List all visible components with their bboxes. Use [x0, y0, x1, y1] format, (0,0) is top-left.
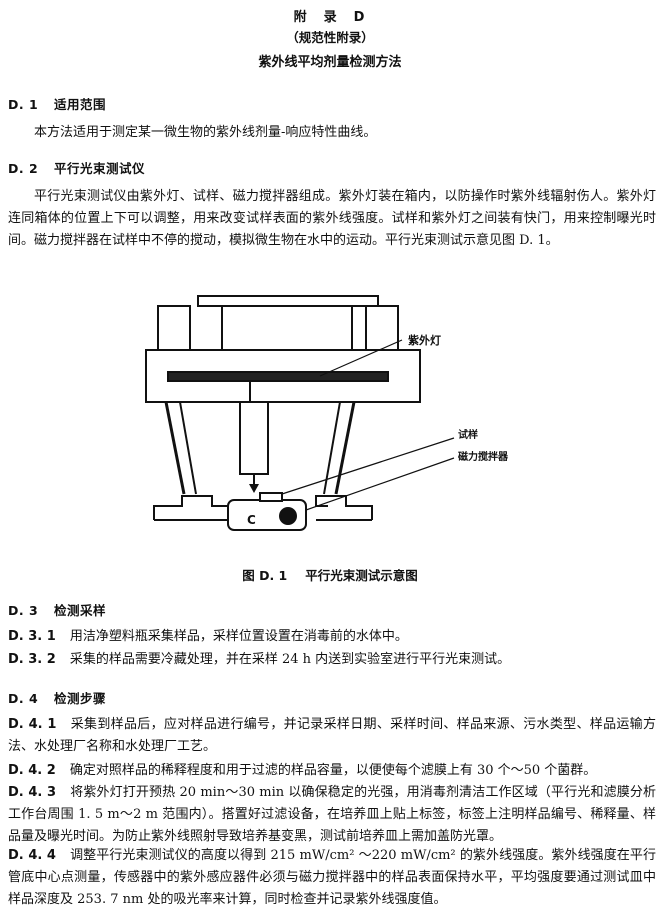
clause-d3-2: D. 3. 2 采集的样品需要冷藏处理，并在采样 24 h 内送到实验室进行平行光…	[8, 649, 656, 671]
stirrer-knob	[279, 507, 297, 525]
stirrer-mark: C	[247, 513, 256, 527]
label-magnetic-stirrer: 磁力搅拌器	[458, 450, 509, 463]
section-number: D. 1	[8, 97, 39, 112]
parallel-beam-diagram: 紫外灯 试样 磁力搅拌器 C	[145, 295, 509, 531]
clause-text: 采集到样品后，应对样品进行编号，并记录采样日期、采样时间、样品来源、污水类型、样…	[8, 717, 656, 754]
normative-label: （规范性附录）	[286, 30, 374, 45]
clause-number: D. 4. 1	[8, 717, 57, 732]
clause-number: D. 3. 2	[8, 652, 56, 667]
left-lamp-housing	[157, 305, 191, 353]
collimator-tube	[239, 401, 269, 475]
paragraph-d1: 本方法适用于测定某一微生物的紫外线剂量-响应特性曲线。	[34, 125, 377, 140]
label-sample: 试样	[458, 428, 478, 441]
section-title: 检测采样	[54, 603, 107, 618]
section-number: D. 3	[8, 603, 39, 618]
section-title: 平行光束测试仪	[54, 161, 146, 176]
figure-number: 图 D. 1	[242, 568, 288, 583]
appendix-heading: 附 录 D	[293, 10, 367, 25]
clause-text: 将紫外灯打开预热 20 min～30 min 以确保稳定的光强，用消毒剂清洁工作…	[8, 785, 656, 844]
clause-d4-2: D. 4. 2 确定对照样品的稀释程度和用于过滤的样品容量，以便使每个滤膜上有 3…	[8, 760, 656, 782]
paragraph-d2: 平行光束测试仪由紫外灯、试样、磁力搅拌器组成。紫外灯装在箱内，以防操作时紫外线辐…	[8, 189, 656, 248]
label-uv-lamp: 紫外灯	[408, 333, 441, 347]
section-heading-d3: D. 3 检测采样	[8, 600, 106, 619]
section-number: D. 4	[8, 691, 39, 706]
clause-number: D. 3. 1	[8, 629, 56, 644]
clause-text: 确定对照样品的稀释程度和用于过滤的样品容量，以便使每个滤膜上有 30 个～50 …	[69, 763, 597, 778]
sample-dish	[259, 492, 283, 502]
clause-d3-1: D. 3. 1 用洁净塑料瓶采集样品，采样位置设置在消毒前的水体中。	[8, 626, 656, 648]
section-title: 适用范围	[54, 97, 107, 112]
section-number: D. 2	[8, 161, 39, 176]
clause-number: D. 4. 4	[8, 848, 56, 863]
section-heading-d1: D. 1 适用范围	[8, 94, 106, 113]
clause-text: 调整平行光束测试仪的高度以得到 215 mW/cm² ～220 mW/cm² 的…	[8, 848, 656, 907]
clause-number: D. 4. 3	[8, 785, 57, 800]
section-heading-d2: D. 2 平行光束测试仪	[8, 158, 145, 177]
top-crossbar	[197, 295, 379, 307]
section-heading-d4: D. 4 检测步骤	[8, 688, 106, 707]
clause-text: 采集的样品需要冷藏处理，并在采样 24 h 内送到实验室进行平行光束测试。	[69, 652, 511, 667]
section-title: 检测步骤	[54, 691, 107, 706]
right-lamp-housing	[365, 305, 399, 353]
uv-lamp-tube	[167, 371, 389, 382]
figure-caption-text: 平行光束测试示意图	[305, 568, 418, 583]
clause-number: D. 4. 2	[8, 763, 56, 778]
figure-caption: 图 D. 1 平行光束测试示意图	[0, 565, 660, 584]
clause-text: 用洁净塑料瓶采集样品，采样位置设置在消毒前的水体中。	[69, 629, 408, 644]
appendix-title: 紫外线平均剂量检测方法	[258, 55, 402, 70]
